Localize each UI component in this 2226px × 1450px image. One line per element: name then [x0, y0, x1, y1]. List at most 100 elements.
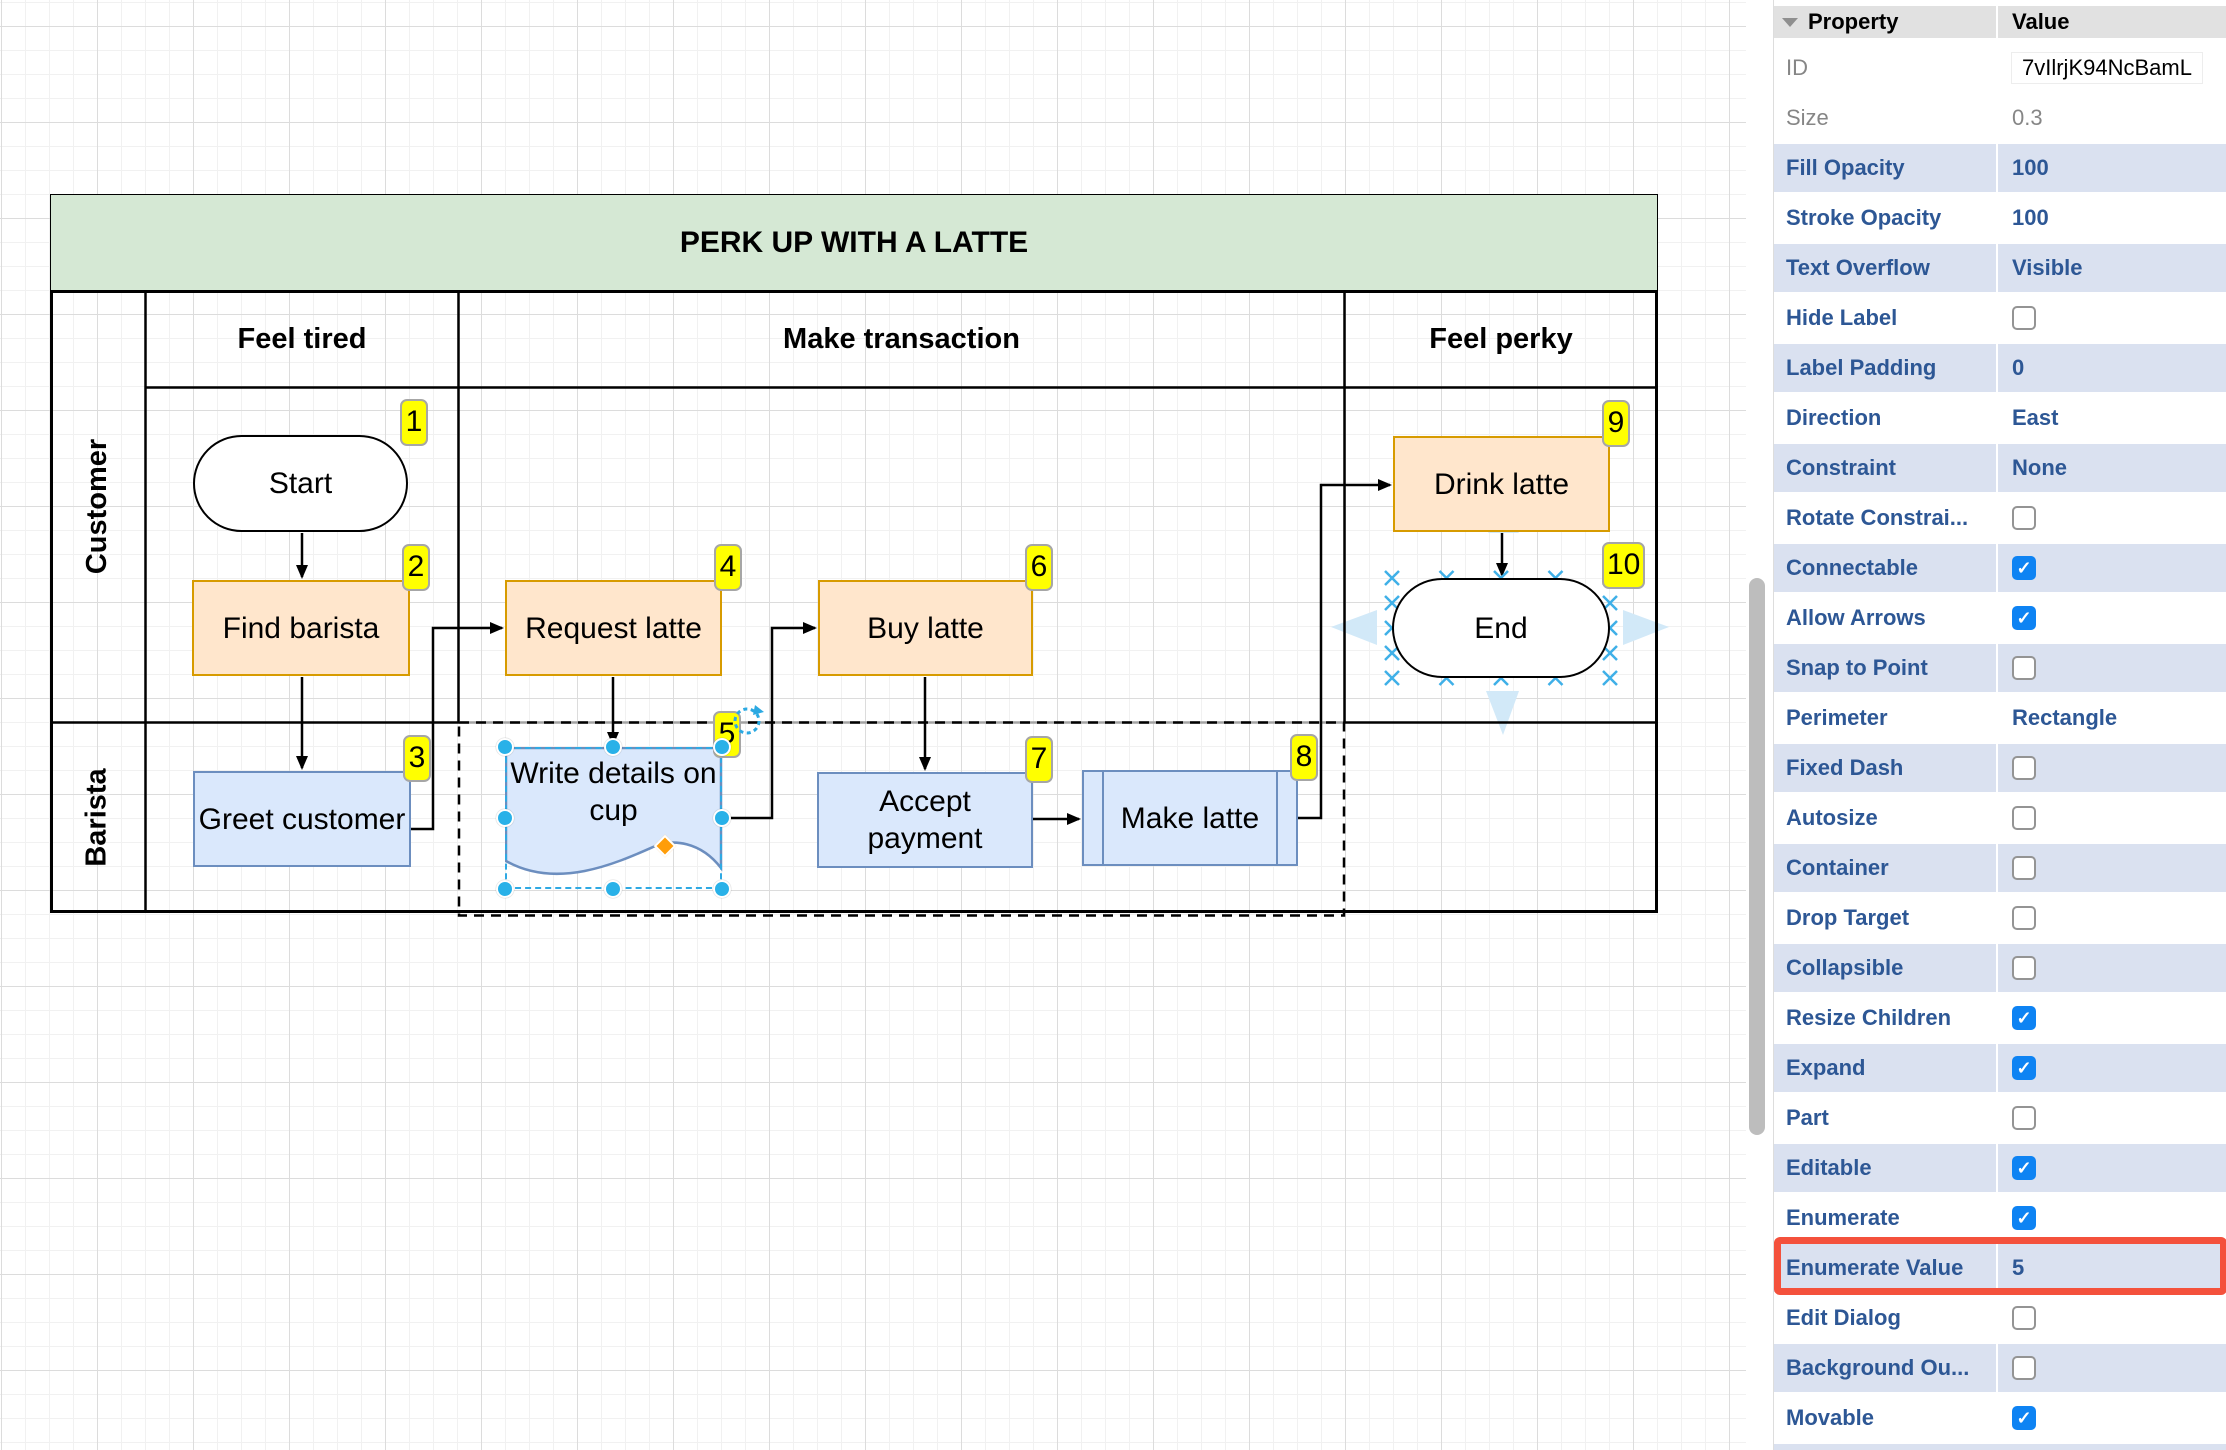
property-value[interactable]: [1998, 1294, 2226, 1342]
checkbox-checked-icon[interactable]: ✓: [2012, 1206, 2036, 1230]
vertical-scrollbar[interactable]: [1746, 0, 1772, 1450]
property-row-resize-children: Resize Children✓: [1774, 994, 2226, 1042]
enumerate-badge-2: 2: [402, 544, 430, 591]
property-value[interactable]: ✓: [1998, 1194, 2226, 1242]
property-row-part: Part: [1774, 1094, 2226, 1142]
shape-greet-customer[interactable]: Greet customer: [193, 771, 411, 867]
pool-title[interactable]: PERK UP WITH A LATTE: [51, 195, 1657, 290]
property-value[interactable]: [1998, 944, 2226, 992]
checkbox-unchecked-icon[interactable]: [2012, 806, 2036, 830]
resize-handle-se[interactable]: [713, 880, 731, 898]
scrollbar-thumb[interactable]: [1749, 578, 1765, 1135]
shape-start[interactable]: Start: [193, 435, 408, 532]
enumerate-badge-9: 9: [1602, 400, 1630, 447]
property-value[interactable]: 100: [2012, 205, 2049, 230]
property-label: Snap to Point: [1774, 644, 1996, 692]
checkbox-checked-icon[interactable]: ✓: [2012, 606, 2036, 630]
resize-handle-ne[interactable]: [713, 738, 731, 756]
collapse-caret-icon[interactable]: [1782, 18, 1798, 27]
checkbox-unchecked-icon[interactable]: [2012, 756, 2036, 780]
checkbox-unchecked-icon[interactable]: [2012, 956, 2036, 980]
property-row-enumerate: Enumerate ✓: [1774, 1194, 2226, 1242]
diagram-canvas[interactable]: PERK UP WITH A LATTE Feel tired Make tra…: [0, 0, 1746, 1450]
resize-handle-n[interactable]: [604, 738, 622, 756]
property-value[interactable]: [1998, 1344, 2226, 1392]
checkbox-unchecked-icon[interactable]: [2012, 506, 2036, 530]
property-value[interactable]: Rectangle: [2012, 705, 2118, 730]
phase-make-transaction[interactable]: Make transaction: [783, 322, 1020, 355]
property-row-rotate-constrai: Rotate Constrai...: [1774, 494, 2226, 542]
lane-customer[interactable]: Customer: [50, 291, 145, 722]
lane-barista[interactable]: Barista: [50, 722, 145, 912]
property-value[interactable]: 5: [1998, 1244, 2226, 1292]
property-value[interactable]: 100: [1998, 144, 2226, 192]
property-value[interactable]: ✓: [1998, 1144, 2226, 1192]
property-row-expand: Expand✓: [1774, 1044, 2226, 1092]
property-value[interactable]: 0.3: [2012, 105, 2043, 130]
shape-buy-latte[interactable]: Buy latte: [818, 580, 1033, 676]
shape-find-barista[interactable]: Find barista: [192, 580, 410, 676]
property-value[interactable]: [1998, 794, 2226, 842]
checkbox-unchecked-icon[interactable]: [2012, 856, 2036, 880]
property-value[interactable]: ✓: [1998, 994, 2226, 1042]
property-value[interactable]: ✓: [1998, 1394, 2226, 1442]
shape-accept-payment[interactable]: Accept payment: [817, 772, 1033, 868]
property-row-container: Container: [1774, 844, 2226, 892]
property-value[interactable]: Visible: [1998, 244, 2226, 292]
checkbox-unchecked-icon[interactable]: [2012, 1306, 2036, 1330]
resize-handle-nw[interactable]: [496, 738, 514, 756]
id-value-field[interactable]: 7vIlrjK94NcBamL: [2012, 53, 2202, 83]
checkbox-checked-icon[interactable]: ✓: [2012, 556, 2036, 580]
property-value[interactable]: ✓: [1998, 1044, 2226, 1092]
property-label: Enumerate: [1786, 1205, 1900, 1230]
phase-feel-perky[interactable]: Feel perky: [1429, 322, 1573, 355]
lane-customer-label: Customer: [81, 438, 114, 575]
shape-drink-latte[interactable]: Drink latte: [1393, 436, 1610, 532]
property-value[interactable]: 0: [1998, 344, 2226, 392]
checkbox-unchecked-icon[interactable]: [2012, 306, 2036, 330]
checkbox-checked-icon[interactable]: ✓: [2012, 1056, 2036, 1080]
checkbox-checked-icon[interactable]: ✓: [2012, 1406, 2036, 1430]
checkbox-unchecked-icon[interactable]: [2012, 906, 2036, 930]
property-value[interactable]: 7vIlrjK94NcBamL: [1998, 44, 2226, 92]
property-value[interactable]: [1998, 844, 2226, 892]
property-value[interactable]: None: [1998, 444, 2226, 492]
property-value[interactable]: ✓: [1998, 594, 2226, 642]
enumerate-badge-7: 7: [1025, 736, 1053, 783]
checkbox-checked-icon[interactable]: ✓: [2012, 1156, 2036, 1180]
next-row-sliver: [1774, 1444, 2226, 1450]
property-value[interactable]: ✓: [1998, 544, 2226, 592]
checkbox-checked-icon[interactable]: ✓: [2012, 1006, 2036, 1030]
shape-drink-latte-label: Drink latte: [1433, 467, 1570, 501]
shape-make-latte[interactable]: Make latte: [1082, 770, 1298, 866]
resize-handle-w[interactable]: [496, 809, 514, 827]
checkbox-unchecked-icon[interactable]: [2012, 656, 2036, 680]
rotate-handle-icon[interactable]: [731, 703, 767, 737]
shape-end[interactable]: End: [1392, 578, 1610, 678]
property-value[interactable]: [1998, 1094, 2226, 1142]
resize-handle-e[interactable]: [713, 809, 731, 827]
property-value[interactable]: East: [2012, 405, 2059, 430]
property-row-fixed-dash: Fixed Dash: [1774, 744, 2226, 792]
property-label: Perimeter: [1786, 705, 1888, 730]
enumerate-badge-6: 6: [1025, 544, 1053, 591]
property-value[interactable]: [1998, 744, 2226, 792]
property-value[interactable]: [1998, 294, 2226, 342]
shape-request-latte[interactable]: Request latte: [505, 580, 722, 676]
property-value[interactable]: [1998, 494, 2226, 542]
property-row-allow-arrows: Allow Arrows✓: [1774, 594, 2226, 642]
panel-header-property[interactable]: Property: [1774, 6, 1996, 38]
property-value[interactable]: [1998, 894, 2226, 942]
checkbox-unchecked-icon[interactable]: [2012, 1356, 2036, 1380]
resize-handle-s[interactable]: [604, 880, 622, 898]
resize-handle-sw[interactable]: [496, 880, 514, 898]
property-value[interactable]: [1998, 644, 2226, 692]
phase-feel-tired[interactable]: Feel tired: [237, 322, 367, 355]
checkbox-unchecked-icon[interactable]: [2012, 1106, 2036, 1130]
